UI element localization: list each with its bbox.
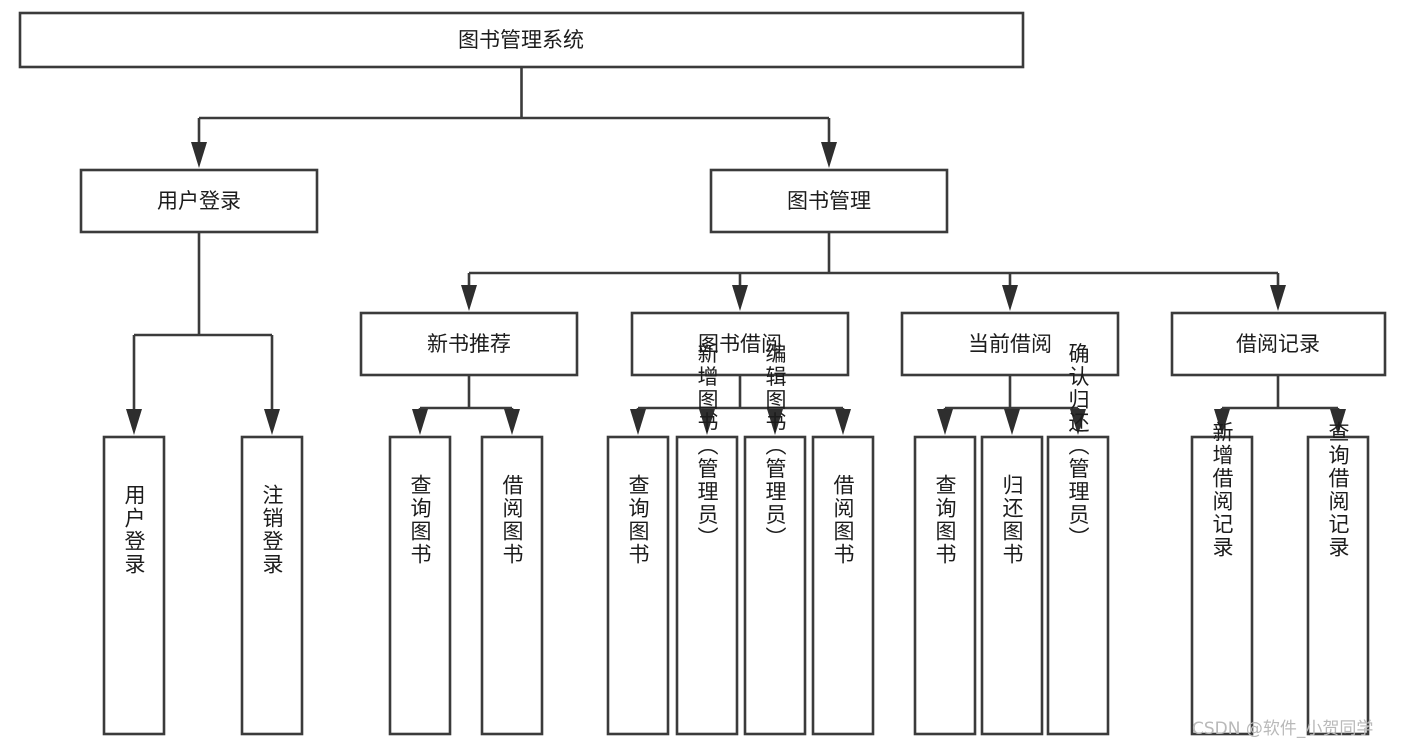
node-leaf-user-login-label: 用户登录	[122, 484, 146, 576]
arrow-head-leaf-add-borrow-record	[1214, 409, 1230, 435]
node-book-borrow[interactable]: 图书借阅	[630, 311, 850, 377]
node-leaf-query-book-borrow-box	[606, 435, 670, 736]
node-root-box	[18, 11, 1025, 69]
arrow-head-leaf-return-book	[1004, 409, 1020, 435]
node-leaf-logout-login-box	[240, 435, 304, 736]
node-new-book-recommend-label: 新书推荐	[427, 332, 511, 356]
connector-group-root	[191, 67, 837, 168]
node-borrow-record[interactable]: 借阅记录	[1170, 311, 1387, 377]
node-leaf-logout-login[interactable]: 注销登录	[240, 435, 304, 736]
arrow-head-new-book-recommend	[461, 285, 477, 311]
node-leaf-logout-login-label: 注销登录	[260, 484, 284, 576]
arrow-head-borrow-record	[1270, 285, 1286, 311]
node-current-borrow-label: 当前借阅	[968, 332, 1052, 356]
node-leaf-add-borrow-record-box	[1190, 435, 1254, 736]
node-book-manage-label: 图书管理	[787, 189, 871, 213]
node-leaf-add-borrow-record-label: 新增借阅记录	[1210, 421, 1234, 559]
node-leaf-return-book-label: 归还图书	[1000, 474, 1024, 566]
node-current-borrow[interactable]: 当前借阅	[900, 311, 1120, 377]
node-book-borrow-label: 图书借阅	[698, 332, 782, 356]
node-leaf-query-book-current-label: 查询图书	[933, 474, 957, 566]
node-leaf-edit-book-admin[interactable]: 编辑图书（管理员）	[743, 343, 807, 736]
node-leaf-user-login-box	[102, 435, 166, 736]
node-leaf-edit-book-admin-label: 编辑图书（管理员）	[763, 343, 787, 550]
node-user-login-label: 用户登录	[157, 189, 241, 213]
node-leaf-borrow-book-box	[811, 435, 875, 736]
node-leaf-return-book-box	[980, 435, 1044, 736]
node-leaf-borrow-book-recommend-box	[480, 435, 544, 736]
connector-group-new-book-recommend	[412, 375, 520, 435]
node-root-label: 图书管理系统	[458, 28, 584, 52]
node-leaf-borrow-book[interactable]: 借阅图书	[811, 435, 875, 736]
node-leaf-add-borrow-record[interactable]: 新增借阅记录	[1190, 421, 1254, 736]
node-leaf-confirm-return-admin-box	[1046, 435, 1110, 736]
node-leaf-query-book-borrow[interactable]: 查询图书	[606, 435, 670, 736]
arrow-head-leaf-borrow-book	[835, 409, 851, 435]
node-book-manage-box	[709, 168, 949, 234]
connector-group-book-manage	[461, 232, 1286, 311]
node-book-borrow-box	[630, 311, 850, 377]
node-leaf-return-book[interactable]: 归还图书	[980, 435, 1044, 736]
node-user-login-box	[79, 168, 319, 234]
node-leaf-query-borrow-record-box	[1306, 435, 1370, 736]
node-book-manage[interactable]: 图书管理	[709, 168, 949, 234]
arrow-head-book-borrow	[732, 285, 748, 311]
arrow-head-user-login	[191, 142, 207, 168]
node-leaf-query-borrow-record-label: 查询借阅记录	[1326, 421, 1350, 559]
node-new-book-recommend[interactable]: 新书推荐	[359, 311, 579, 377]
node-leaf-user-login[interactable]: 用户登录	[102, 435, 166, 736]
arrow-head-book-manage	[821, 142, 837, 168]
node-leaf-query-book-current[interactable]: 查询图书	[913, 435, 977, 736]
arrow-head-leaf-query-book-borrow	[630, 409, 646, 435]
node-leaf-add-book-admin-label: 新增图书（管理员）	[695, 343, 719, 550]
node-leaf-borrow-book-label: 借阅图书	[831, 474, 855, 566]
node-leaf-query-book-recommend[interactable]: 查询图书	[388, 435, 452, 736]
node-leaf-confirm-return-admin-label: 确认归还（管理员）	[1066, 343, 1090, 550]
node-leaf-add-book-admin-box	[675, 435, 739, 736]
node-leaf-borrow-book-recommend[interactable]: 借阅图书	[480, 435, 544, 736]
node-leaf-borrow-book-recommend-label: 借阅图书	[500, 474, 524, 566]
node-leaf-query-book-recommend-label: 查询图书	[408, 474, 432, 566]
arrow-head-leaf-edit-book-admin	[767, 409, 783, 435]
node-leaf-query-borrow-record[interactable]: 查询借阅记录	[1306, 421, 1370, 736]
arrow-head-leaf-user-login	[126, 409, 142, 435]
node-leaf-query-book-current-box	[913, 435, 977, 736]
node-leaf-confirm-return-admin[interactable]: 确认归还（管理员）	[1046, 343, 1110, 736]
connector-group-book-borrow	[630, 375, 851, 435]
arrow-head-leaf-query-book-recommend	[412, 409, 428, 435]
arrow-head-leaf-logout-login	[264, 409, 280, 435]
arrow-head-leaf-query-borrow-record	[1330, 409, 1346, 435]
connector-group-user-login	[126, 232, 280, 435]
node-borrow-record-label: 借阅记录	[1236, 332, 1320, 356]
node-new-book-recommend-box	[359, 311, 579, 377]
node-user-login[interactable]: 用户登录	[79, 168, 319, 234]
node-root[interactable]: 图书管理系统	[18, 11, 1025, 69]
node-leaf-edit-book-admin-box	[743, 435, 807, 736]
node-leaf-add-book-admin[interactable]: 新增图书（管理员）	[675, 343, 739, 736]
node-borrow-record-box	[1170, 311, 1387, 377]
arrow-head-leaf-borrow-book-recommend	[504, 409, 520, 435]
node-leaf-query-book-recommend-box	[388, 435, 452, 736]
connector-group-borrow-record	[1214, 375, 1346, 435]
node-leaf-query-book-borrow-label: 查询图书	[626, 474, 650, 566]
connector-group-current-borrow	[937, 375, 1086, 435]
arrow-head-leaf-confirm-return-admin	[1070, 409, 1086, 435]
arrow-head-current-borrow	[1002, 285, 1018, 311]
arrow-head-leaf-query-book-current	[937, 409, 953, 435]
arrow-head-leaf-add-book-admin	[699, 409, 715, 435]
node-current-borrow-box	[900, 311, 1120, 377]
